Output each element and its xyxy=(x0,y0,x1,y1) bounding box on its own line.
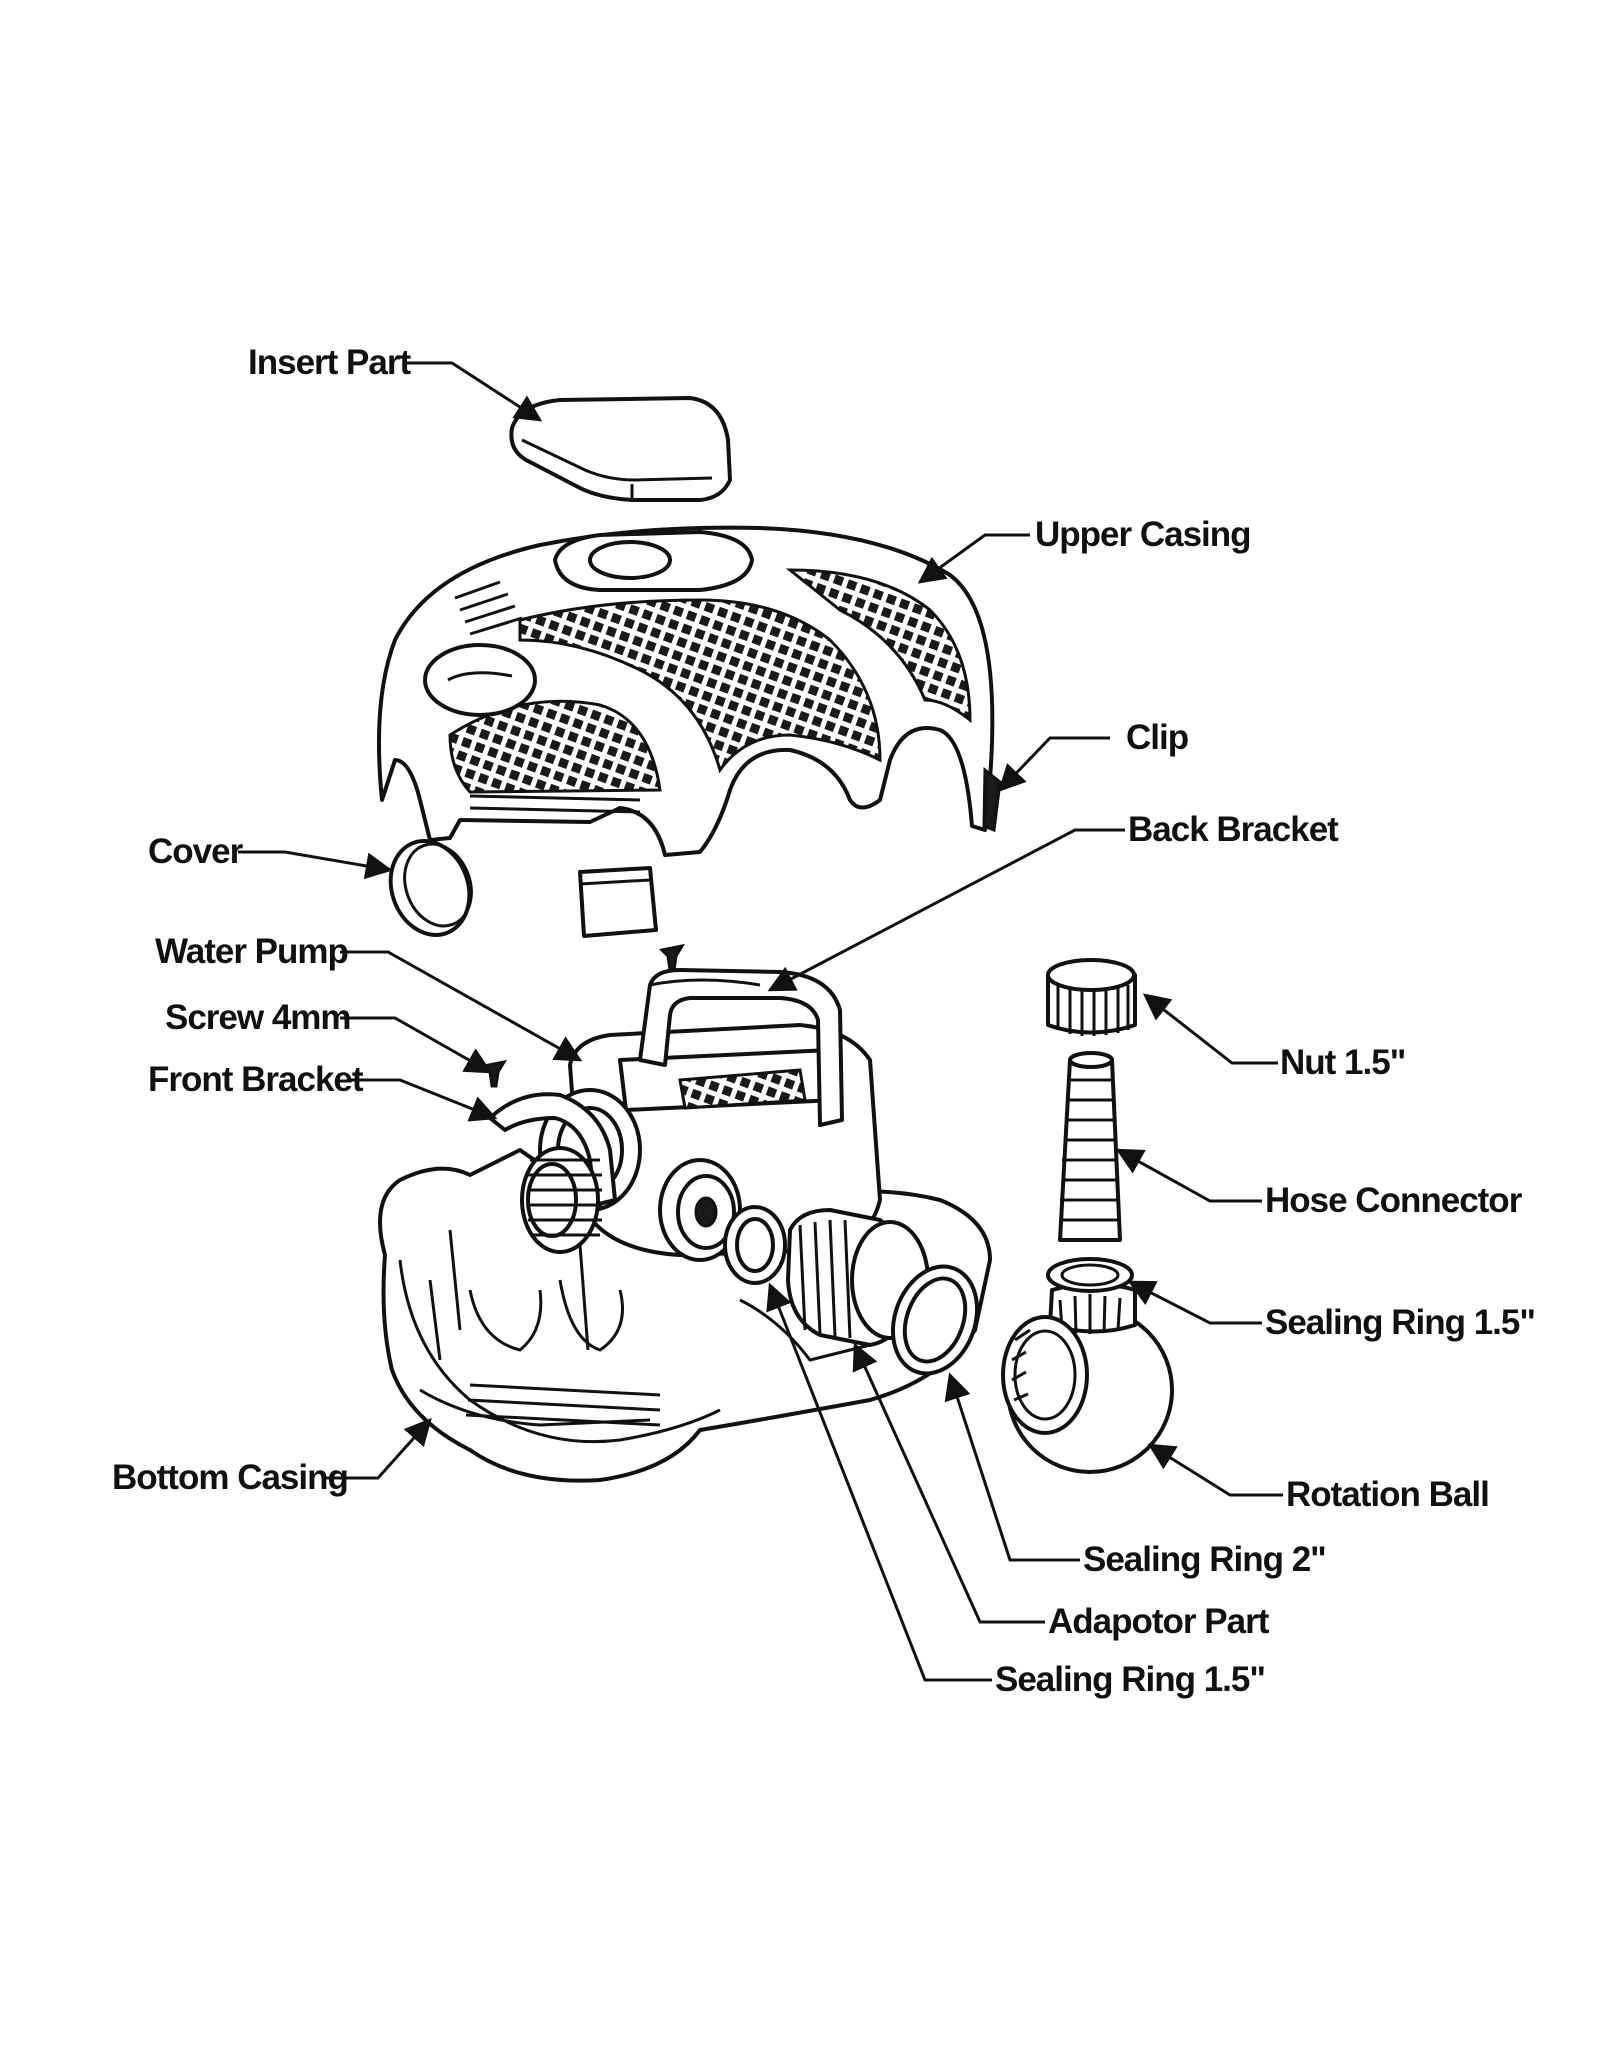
upper-casing-shape xyxy=(376,525,995,857)
label-sealing-ring-1-5-bottom: Sealing Ring 1.5" xyxy=(995,1660,1265,1699)
label-front-bracket: Front Bracket xyxy=(148,1060,364,1099)
small-block-shape xyxy=(578,866,658,938)
sealing-ring-small-shape xyxy=(723,1205,787,1285)
label-insert-part: Insert Part xyxy=(248,343,411,382)
outlet-fitting-center xyxy=(658,1158,742,1262)
label-adaptor-part: Adapotor Part xyxy=(1048,1602,1270,1641)
label-rotation-ball: Rotation Ball xyxy=(1286,1475,1489,1514)
screw-shape-top xyxy=(658,943,686,972)
front-bracket-shape xyxy=(488,1092,617,1207)
sealing-ring-2-shape xyxy=(890,1264,980,1376)
label-sealing-ring-2: Sealing Ring 2" xyxy=(1083,1540,1326,1579)
label-bottom-casing: Bottom Casing xyxy=(112,1458,348,1497)
sealing-ring-right-shape xyxy=(1046,1257,1134,1293)
screw-shape-left xyxy=(480,1059,508,1088)
cover-shape xyxy=(388,839,473,937)
insert-part-shape xyxy=(509,396,732,502)
label-hose-connector: Hose Connector xyxy=(1265,1181,1523,1220)
label-clip: Clip xyxy=(1126,718,1188,757)
label-water-pump: Water Pump xyxy=(155,932,348,971)
clip-shape xyxy=(982,766,1002,833)
label-back-bracket: Back Bracket xyxy=(1128,810,1339,849)
hose-connector-shape xyxy=(1058,1051,1122,1242)
label-nut-1-5: Nut 1.5" xyxy=(1280,1043,1405,1082)
rotation-ball-shape xyxy=(1001,1282,1174,1474)
label-screw-4mm: Screw 4mm xyxy=(165,998,351,1037)
label-sealing-ring-1-5-right: Sealing Ring 1.5" xyxy=(1265,1303,1535,1342)
label-upper-casing: Upper Casing xyxy=(1035,515,1251,554)
back-bracket-shape xyxy=(638,968,844,1127)
leader-lines xyxy=(238,361,1283,1682)
label-cover: Cover xyxy=(148,832,244,871)
nut-shape xyxy=(1046,958,1137,1036)
inlet-fitting-left xyxy=(520,1146,602,1254)
